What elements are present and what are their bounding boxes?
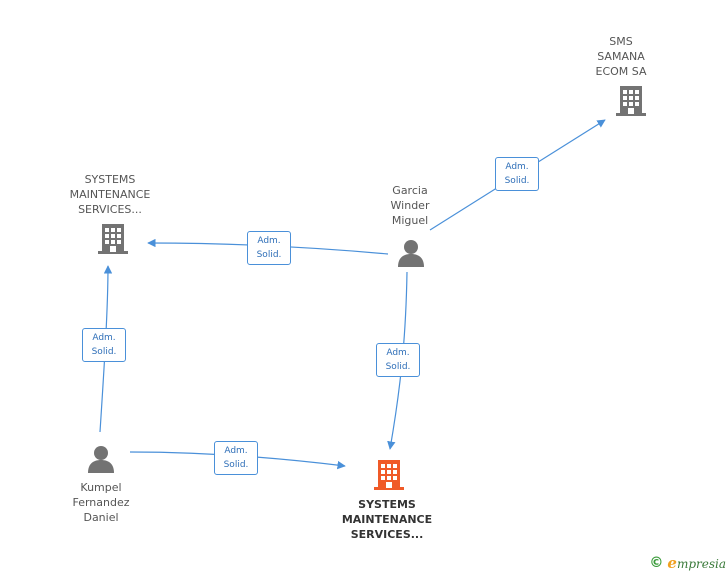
node-label-systems-left[interactable]: SYSTEMS MAINTENANCE SERVICES... bbox=[69, 173, 151, 216]
edge-label-garcia-systems-main[interactable]: Adm. Solid. bbox=[376, 343, 420, 377]
node-label-systems-main[interactable]: SYSTEMS MAINTENANCE SERVICES... bbox=[341, 498, 433, 541]
edge-label-garcia-systems-left[interactable]: Adm. Solid. bbox=[247, 231, 291, 265]
copyright-icon: © bbox=[649, 555, 664, 571]
footer-brand: © empresia bbox=[649, 553, 726, 573]
building-icon[interactable] bbox=[372, 458, 406, 492]
edge-label-garcia-sms[interactable]: Adm. Solid. bbox=[495, 157, 539, 191]
empresia-logo: empresia bbox=[667, 554, 726, 572]
person-icon[interactable] bbox=[396, 238, 426, 268]
node-label-kumpel[interactable]: Kumpel Fernandez Daniel bbox=[72, 481, 130, 524]
building-icon[interactable] bbox=[96, 222, 130, 256]
edge-label-kumpel-systems-main[interactable]: Adm. Solid. bbox=[214, 441, 258, 475]
node-label-garcia[interactable]: Garcia Winder Miguel bbox=[390, 184, 430, 227]
edge-label-kumpel-systems-left[interactable]: Adm. Solid. bbox=[82, 328, 126, 362]
node-label-sms-samana[interactable]: SMS SAMANA ECOM SA bbox=[595, 35, 647, 78]
building-icon[interactable] bbox=[614, 84, 648, 118]
person-icon[interactable] bbox=[86, 444, 116, 474]
